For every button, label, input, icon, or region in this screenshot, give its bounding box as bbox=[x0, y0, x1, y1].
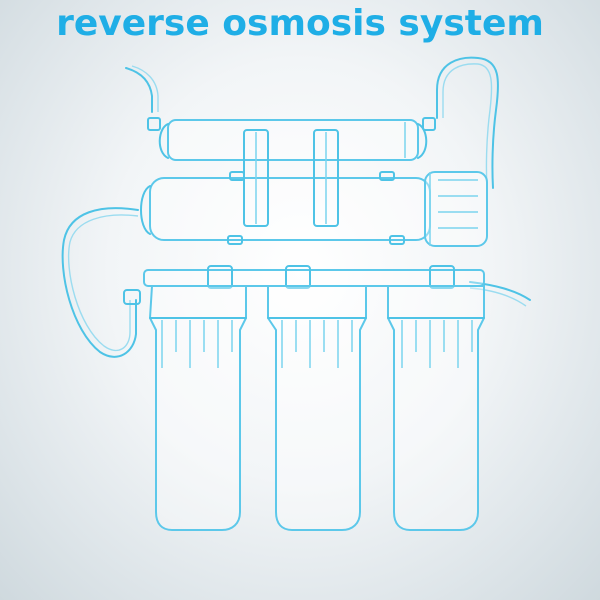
manifold bbox=[123, 265, 485, 305]
page-title: reverse osmosis system bbox=[56, 3, 544, 44]
membrane-housing bbox=[140, 171, 488, 247]
left-loop-tube bbox=[61, 207, 139, 358]
membrane-cap bbox=[424, 171, 488, 247]
post-filter-cartridge bbox=[147, 117, 436, 161]
mounting-clips bbox=[243, 129, 339, 227]
return-tube-right bbox=[436, 56, 499, 189]
feed-tube-top bbox=[125, 67, 153, 113]
filter-housing-1 bbox=[148, 285, 247, 531]
filter-housing-2 bbox=[267, 285, 367, 531]
filter-housing-3 bbox=[387, 285, 485, 531]
outlet-tube bbox=[469, 281, 531, 301]
